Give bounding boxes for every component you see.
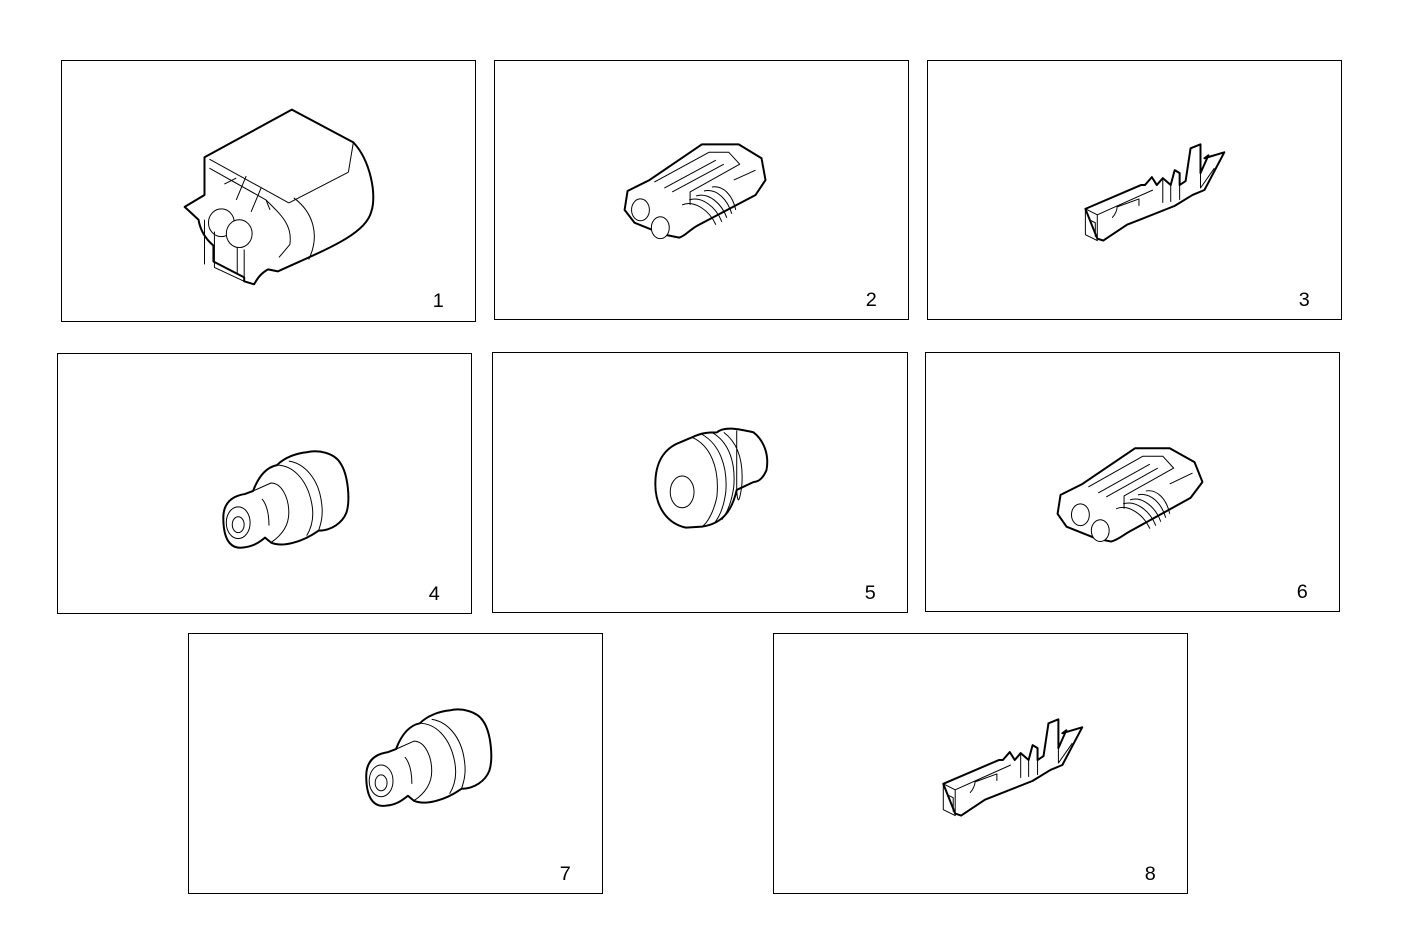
two-pin-connector-illustration: 2 bbox=[623, 143, 877, 311]
stepped-wire-seal-illustration: 7 bbox=[365, 708, 571, 885]
part-number-label: 8 bbox=[1145, 863, 1156, 885]
crimp-terminal-illustration: 8 bbox=[942, 718, 1156, 885]
part-number-label: 7 bbox=[560, 863, 571, 885]
part-panel-3: 3 bbox=[927, 60, 1342, 320]
stepped-wire-seal-illustration: 4 bbox=[222, 450, 440, 605]
part-panel-5: 5 bbox=[492, 352, 908, 613]
part-panel-7: 7 bbox=[188, 633, 603, 894]
part-number-label: 3 bbox=[1299, 289, 1310, 311]
part-number-label: 5 bbox=[865, 582, 876, 604]
connector-housing-illustration: 1 bbox=[183, 108, 444, 312]
part-panel-6: 6 bbox=[925, 352, 1340, 612]
part-panel-8: 8 bbox=[773, 633, 1188, 894]
part-number-label: 1 bbox=[433, 290, 444, 312]
crimp-terminal-illustration: 3 bbox=[1084, 143, 1310, 311]
part-number-label: 2 bbox=[866, 289, 877, 311]
part-panel-2: 2 bbox=[494, 60, 909, 320]
two-pin-connector-illustration: 6 bbox=[1056, 447, 1308, 603]
part-panel-1: 1 bbox=[61, 60, 476, 322]
part-panel-4: 4 bbox=[57, 353, 472, 614]
part-number-label: 6 bbox=[1297, 581, 1308, 603]
ribbed-wire-seal-illustration: 5 bbox=[654, 427, 876, 604]
part-number-label: 4 bbox=[429, 583, 440, 605]
